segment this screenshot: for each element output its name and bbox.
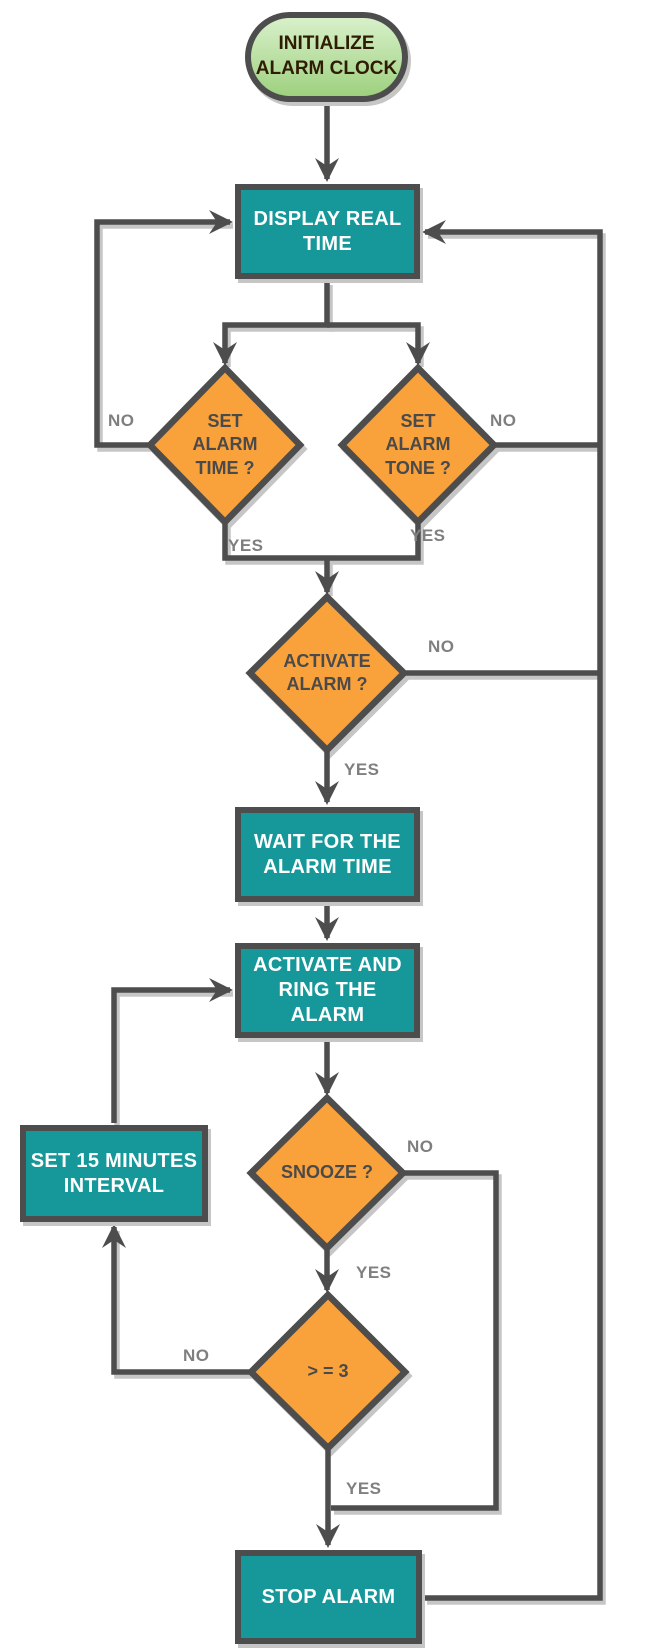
- edge-label-count-yes: YES: [346, 1479, 382, 1498]
- edge-label-set-tone-no: NO: [490, 411, 517, 430]
- edge-label-activate-no: NO: [428, 637, 455, 656]
- node-snooze-diamond: [246, 1093, 408, 1253]
- edge-set-time-no-loop: [94, 210, 233, 448]
- edge-label-count-no: NO: [183, 1346, 210, 1365]
- edge-label-set-time-no: NO: [108, 411, 135, 430]
- node-set-alarm-tone-diamond: [337, 363, 499, 527]
- node-set-interval: SET 15 MINUTES INTERVAL: [20, 1125, 208, 1222]
- node-set-interval-label: SET 15 MINUTES INTERVAL: [30, 1149, 198, 1197]
- node-activate-and-ring: ACTIVATE AND RING THE ALARM: [235, 943, 420, 1038]
- node-stop-alarm: STOP ALARM: [235, 1550, 422, 1644]
- node-start: INITIALIZE ALARM CLOCK: [245, 12, 408, 102]
- edge-interval-to-ring: [111, 978, 233, 1123]
- node-start-label: INITIALIZE ALARM CLOCK: [255, 33, 398, 79]
- node-set-alarm-time-diamond: [145, 363, 305, 527]
- edge-label-set-time-yes: YES: [228, 536, 264, 555]
- node-activate-and-ring-label: ACTIVATE AND RING THE ALARM: [253, 954, 402, 1026]
- node-display-real-time-label: DISPLAY REAL TIME: [253, 207, 402, 255]
- edge-label-snooze-no: NO: [407, 1137, 434, 1156]
- edge-snooze-no: [331, 1170, 499, 1511]
- edge-label-activate-yes: YES: [344, 760, 380, 779]
- node-wait-for-alarm-time: WAIT FOR THE ALARM TIME: [235, 807, 420, 902]
- edge-label-snooze-yes: YES: [356, 1263, 392, 1282]
- node-snooze-count-diamond: [246, 1290, 410, 1453]
- node-stop-alarm-label: STOP ALARM: [261, 1585, 396, 1608]
- node-wait-for-alarm-time-label: WAIT FOR THE ALARM TIME: [254, 830, 401, 878]
- edge-label-set-tone-yes: YES: [410, 526, 446, 545]
- node-activate-alarm-diamond: [245, 592, 409, 755]
- edge-count-no: [102, 1224, 251, 1375]
- edge-stop-to-display-loop: [422, 220, 603, 1601]
- node-display-real-time: DISPLAY REAL TIME: [235, 184, 420, 279]
- edge-display-to-set-tone: [327, 322, 430, 366]
- edge-display-to-set-time: [213, 281, 330, 366]
- edge-yes-merge: [222, 524, 421, 561]
